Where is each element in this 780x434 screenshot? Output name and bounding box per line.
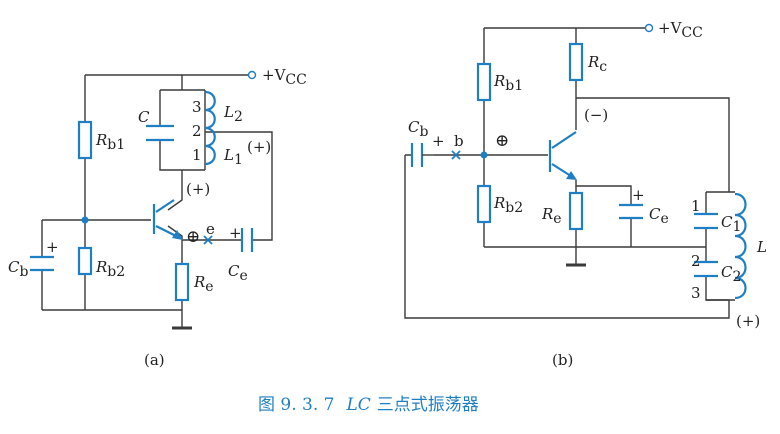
b-rb1-resistor <box>476 62 492 102</box>
b-emitter-node <box>575 180 632 247</box>
b-transistor-collector <box>551 131 577 149</box>
b-plus-paren: (+) <box>736 312 760 330</box>
a-re-label: Re <box>193 273 214 295</box>
a-tap2-label: 2 <box>192 122 202 140</box>
a-ce-label: Ce <box>228 262 248 284</box>
a-node-e: e <box>206 220 215 238</box>
b-tank-right <box>706 191 735 301</box>
a-emitter-to-ce <box>182 131 273 241</box>
a-re-resistor <box>174 262 190 302</box>
a-vcc-terminal <box>247 70 257 80</box>
b-rc-label: Rc <box>587 53 607 75</box>
b-ce-plus: + <box>632 186 645 204</box>
b-tap1-label: 1 <box>691 197 701 215</box>
a-plus-paren-right: (+) <box>247 138 271 156</box>
b-c1-capacitor <box>694 212 718 230</box>
b-rb2-label: Rb2 <box>493 194 523 216</box>
b-cb-plus: + <box>432 132 445 150</box>
a-cb-capacitor <box>30 255 54 272</box>
b-ce-label: Ce <box>649 205 669 227</box>
b-node-b: b <box>454 132 464 150</box>
a-emitter-line <box>167 225 183 328</box>
b-minus-paren: (−) <box>584 106 608 124</box>
b-emitter-arrow <box>566 171 577 180</box>
a-break-cross <box>203 235 213 245</box>
a-emitter-arrow <box>172 230 183 240</box>
b-feedback-loop <box>404 155 730 319</box>
a-circled-plus: ⊕ <box>186 227 200 247</box>
a-cb-plus: + <box>46 238 59 256</box>
b-c2-capacitor <box>694 260 718 278</box>
a-tank-to-collector <box>167 170 183 211</box>
a-c-label: C <box>138 108 150 126</box>
a-l2-label: L2 <box>223 103 243 125</box>
b-re-resistor <box>568 191 584 231</box>
b-tank-left <box>705 192 729 301</box>
a-c-capacitor <box>146 124 174 142</box>
b-ce-capacitor <box>619 203 643 220</box>
a-rb1-label: Rb1 <box>95 131 125 153</box>
diagram-b: +VCC Rb1 Rb2 Rc Re Cb Ce C1 C2 L 1 2 3 (… <box>404 19 767 369</box>
a-plus-paren-collector: (+) <box>186 180 210 198</box>
b-l-label: L <box>756 238 767 256</box>
b-c2-label: C2 <box>721 263 741 285</box>
diagram-a: +VCC Rb1 Rb2 Re Cb Ce C L2 L1 3 2 1 (+) … <box>8 66 307 369</box>
a-l1-label: L1 <box>223 146 243 168</box>
b-break-cross <box>451 150 461 160</box>
b-tap3-label: 3 <box>691 284 701 302</box>
a-tank-top <box>159 75 206 171</box>
a-rb2-resistor <box>77 246 93 276</box>
b-cb-capacitor <box>410 143 424 167</box>
b-c1-label: C1 <box>721 213 741 235</box>
a-panel-label: (a) <box>144 351 165 369</box>
a-transistor-collector <box>155 199 175 213</box>
b-junction-dot <box>480 151 488 159</box>
b-inductor-coil <box>734 192 747 300</box>
a-ce-plus: + <box>229 224 242 242</box>
b-rb2-resistor <box>476 184 492 224</box>
a-tap3-label: 3 <box>192 98 202 116</box>
a-cb-label: Cb <box>8 258 28 280</box>
a-ce-capacitor <box>240 228 254 252</box>
b-collector-to-tank <box>576 97 730 192</box>
b-rb1-label: Rb1 <box>493 72 523 94</box>
b-cb-label: Cb <box>408 118 428 140</box>
a-rb1-resistor <box>77 120 93 160</box>
b-rc-resistor <box>568 42 584 82</box>
a-tap1-label: 1 <box>192 146 202 164</box>
b-re-label: Re <box>541 205 562 227</box>
a-vcc-label: +VCC <box>262 66 307 88</box>
b-vcc-terminal <box>644 23 654 33</box>
a-inductor-coil <box>204 90 216 166</box>
b-tap2-label: 2 <box>691 252 701 270</box>
b-circled-plus: ⊕ <box>495 131 509 151</box>
a-rb2-label: Rb2 <box>95 258 125 280</box>
a-junction-dot <box>81 216 89 224</box>
b-panel-label: (b) <box>552 351 573 369</box>
b-vcc-label: +VCC <box>658 19 703 41</box>
